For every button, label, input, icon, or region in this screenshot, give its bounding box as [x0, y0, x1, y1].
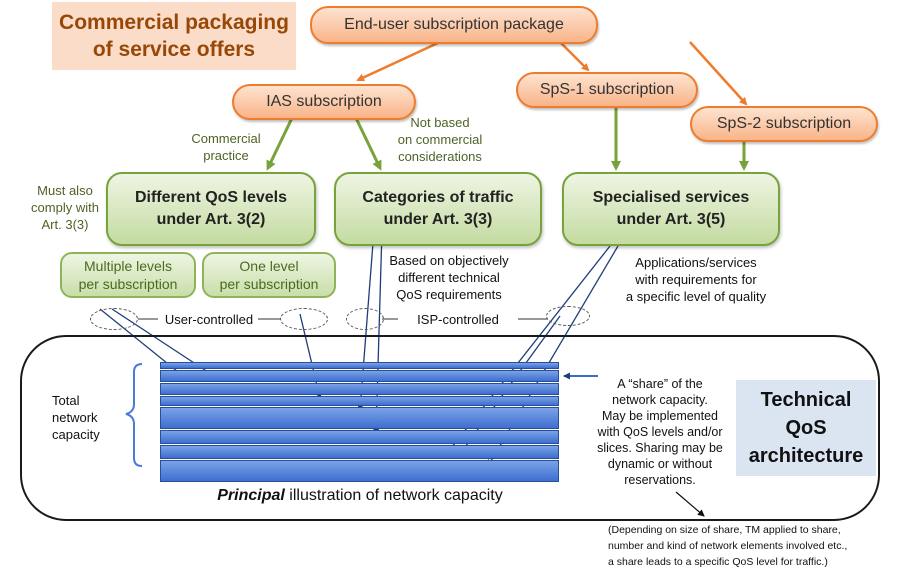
- share-line-5: slices. Sharing may be: [597, 441, 723, 455]
- capacity-bar-5: [160, 407, 559, 429]
- capacity-bar-7: [160, 445, 559, 459]
- sps2-subscription-node: SpS-2 subscription: [690, 106, 878, 142]
- must-comply-line-3: Art. 3(3): [41, 217, 89, 232]
- commercial-line-2: practice: [203, 148, 249, 163]
- must-comply-line-2: comply with: [31, 200, 99, 215]
- multiple-line-1: Multiple levels: [84, 258, 172, 274]
- specialised-line-2: under Art. 3(5): [616, 211, 726, 228]
- specialised-services-node: Specialised services under Art. 3(5): [562, 172, 780, 246]
- qos-levels-line-1: Different QoS levels: [134, 189, 288, 206]
- total-capacity-label: Total network capacity: [52, 392, 122, 443]
- share-line-3: May be implemented: [601, 409, 719, 423]
- title-line-1: Commercial packaging: [59, 11, 289, 34]
- commercial-line-1: Commercial: [191, 131, 261, 146]
- not-based-line-1: Not based: [410, 115, 470, 130]
- not-based-label: Not based on commercial considerations: [388, 114, 492, 165]
- isp-controlled-ellipse-left: [346, 308, 384, 330]
- based-line-1: Based on objectively: [389, 253, 509, 268]
- applications-services-label: Applications/services with requirements …: [606, 254, 786, 305]
- share-line-1: A “share” of the: [617, 377, 703, 391]
- share-line-2: network capacity.: [612, 393, 708, 407]
- total-line-2: network: [52, 410, 98, 425]
- capacity-bar-3: [160, 383, 559, 395]
- user-controlled-ellipse-right: [280, 308, 328, 330]
- based-on-requirements-label: Based on objectively different technical…: [374, 252, 524, 303]
- specialised-line-1: Specialised services: [592, 189, 750, 206]
- apps-line-2: with requirements for: [635, 272, 757, 287]
- not-based-line-3: considerations: [398, 149, 482, 164]
- capacity-bar-1: [160, 362, 559, 369]
- total-line-1: Total: [52, 393, 80, 408]
- end-user-package-node: End-user subscription package: [310, 6, 598, 44]
- one-level-node: One level per subscription: [202, 252, 336, 298]
- based-line-2: different technical: [398, 270, 500, 285]
- share-line-7: reservations.: [624, 473, 696, 487]
- footnote-line-3: a share leads to a specific QoS level fo…: [608, 556, 828, 568]
- commercial-packaging-title: Commercial packaging of service offers: [52, 2, 296, 70]
- user-controlled-label: User-controlled: [164, 312, 254, 327]
- based-line-3: QoS requirements: [396, 287, 502, 302]
- sps1-subscription-node: SpS-1 subscription: [516, 72, 698, 108]
- multiple-levels-node: Multiple levels per subscription: [60, 252, 196, 298]
- technical-qos-architecture-label: Technical QoS architecture: [736, 380, 876, 476]
- qos-levels-node: Different QoS levels under Art. 3(2): [106, 172, 316, 246]
- one-line-1: One level: [239, 258, 299, 274]
- caption-rest: illustration of network capacity: [284, 487, 503, 504]
- share-line-4: with QoS levels and/or: [597, 425, 723, 439]
- must-comply-line-1: Must also: [37, 183, 93, 198]
- tech-line-2: QoS: [785, 417, 827, 439]
- not-based-line-2: on commercial: [397, 132, 483, 147]
- commercial-practice-label: Commercial practice: [178, 130, 274, 164]
- isp-controlled-ellipse-right: [546, 306, 590, 326]
- ias-subscription-node: IAS subscription: [232, 84, 416, 120]
- traffic-line-2: under Art. 3(3): [383, 211, 493, 228]
- footnote: (Depending on size of share, TM applied …: [608, 522, 904, 570]
- capacity-bar-8: [160, 460, 559, 482]
- traffic-categories-node: Categories of traffic under Art. 3(3): [334, 172, 542, 246]
- tech-line-1: Technical: [760, 389, 852, 411]
- must-comply-label: Must also comply with Art. 3(3): [22, 182, 108, 233]
- title-line-2: of service offers: [92, 38, 256, 61]
- one-line-2: per subscription: [219, 276, 319, 292]
- qos-levels-line-2: under Art. 3(2): [156, 211, 266, 228]
- caption-emphasis: Principal: [217, 487, 285, 504]
- footnote-line-2: number and kind of network elements invo…: [608, 540, 848, 552]
- capacity-bar-6: [160, 430, 559, 444]
- total-line-3: capacity: [52, 427, 100, 442]
- apps-line-3: a specific level of quality: [625, 289, 767, 304]
- isp-controlled-label: ISP-controlled: [417, 312, 499, 327]
- network-capacity-container: [20, 335, 880, 521]
- apps-line-1: Applications/services: [635, 255, 757, 270]
- share-line-6: dynamic or without: [607, 457, 713, 471]
- user-controlled-ellipse-left: [90, 308, 138, 330]
- tech-line-3: architecture: [748, 445, 864, 467]
- share-description: A “share” of the network capacity. May b…: [590, 376, 730, 488]
- capacity-bar-2: [160, 370, 559, 382]
- capacity-bar-4: [160, 396, 559, 406]
- traffic-line-1: Categories of traffic: [362, 189, 514, 206]
- footnote-line-1: (Depending on size of share, TM applied …: [608, 524, 841, 536]
- multiple-line-2: per subscription: [78, 276, 178, 292]
- capacity-caption: Principal illustration of network capaci…: [160, 487, 560, 505]
